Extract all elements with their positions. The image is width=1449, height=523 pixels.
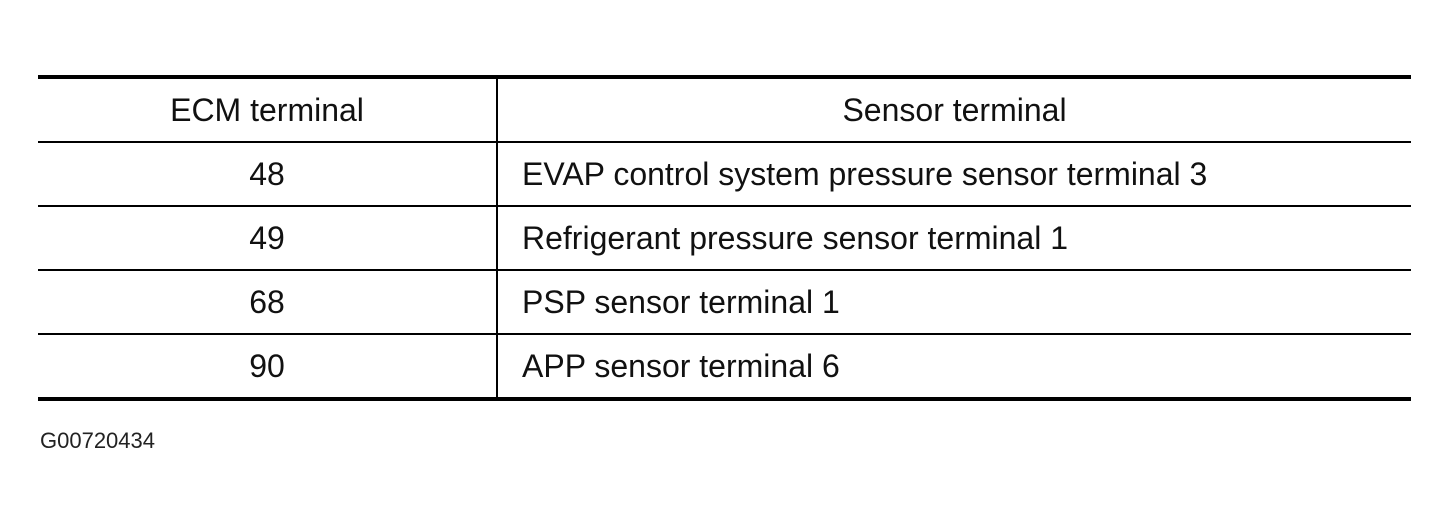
table-row: 68 PSP sensor terminal 1 <box>38 270 1411 334</box>
sensor-terminal-cell: EVAP control system pressure sensor term… <box>522 155 1208 192</box>
sensor-terminal-cell: PSP sensor terminal 1 <box>522 283 840 320</box>
ecm-terminal-cell: 49 <box>38 206 498 270</box>
ecm-terminal-cell: 48 <box>38 142 498 206</box>
table-body: 48 EVAP control system pressure sensor t… <box>38 142 1411 399</box>
table-row: 48 EVAP control system pressure sensor t… <box>38 142 1411 206</box>
header-row: ECM terminal Sensor terminal <box>38 77 1411 142</box>
table-row: 49 Refrigerant pressure sensor terminal … <box>38 206 1411 270</box>
sensor-terminal-cell: Refrigerant pressure sensor terminal 1 <box>522 219 1069 256</box>
table-row: 90 APP sensor terminal 6 <box>38 334 1411 399</box>
ecm-terminal-cell: 90 <box>38 334 498 399</box>
header-ecm-terminal: ECM terminal <box>38 77 498 142</box>
sensor-terminal-cell: APP sensor terminal 6 <box>522 347 840 384</box>
ecm-terminal-cell: 68 <box>38 270 498 334</box>
terminal-table: ECM terminal Sensor terminal 48 EVAP con… <box>38 75 1411 401</box>
header-sensor-terminal: Sensor terminal <box>842 91 1067 128</box>
table-header: ECM terminal Sensor terminal <box>38 77 1411 142</box>
figure-id: G00720434 <box>40 428 155 453</box>
